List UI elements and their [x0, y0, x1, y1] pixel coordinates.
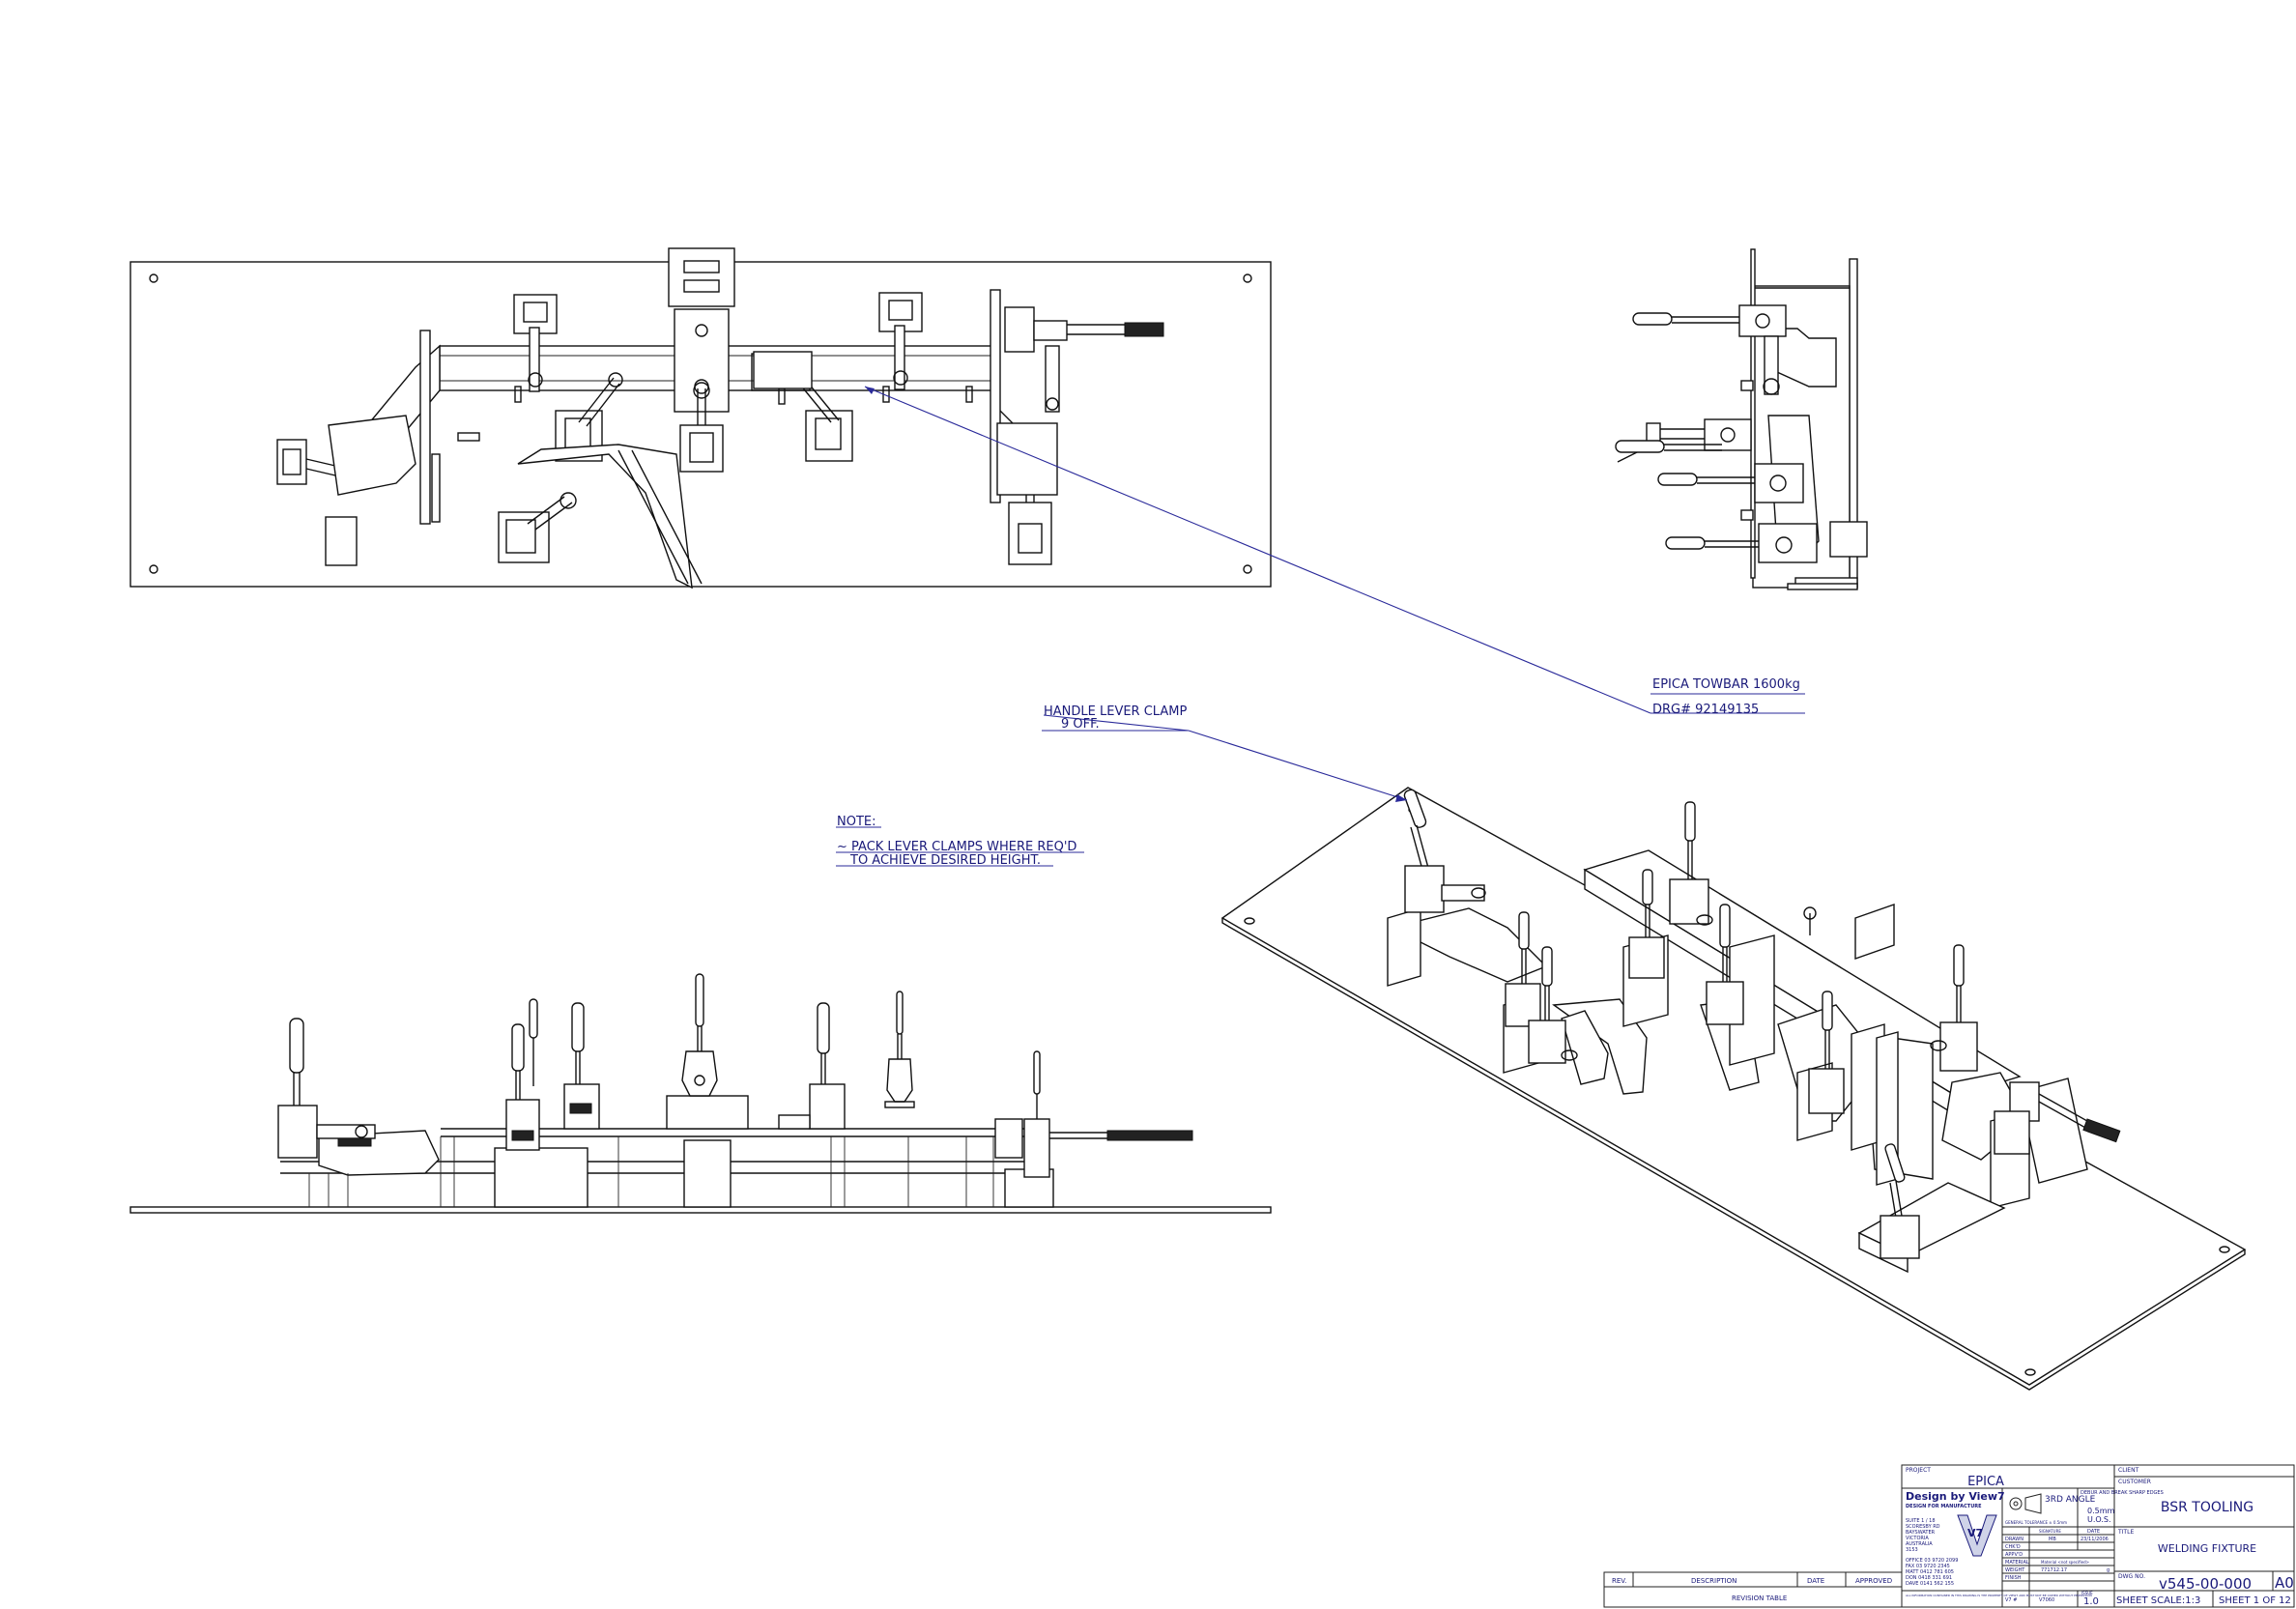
top-view	[129, 247, 1272, 589]
designer-tagline: DESIGN FOR MANUFACTURE	[1906, 1504, 1982, 1509]
end-view-clamps	[1615, 304, 1868, 563]
v7-number-label: V7 #	[2005, 1597, 2017, 1603]
issue-number: 1.0	[2083, 1596, 2099, 1607]
note-title: NOTE:	[837, 815, 876, 829]
revision-table: REV. DESCRIPTION DATE APPROVED REVISION …	[1603, 1571, 1903, 1608]
revision-header-description: DESCRIPTION	[1691, 1577, 1736, 1585]
material-value: Material <not specified>	[2041, 1560, 2089, 1565]
weight-unit: g	[2107, 1567, 2109, 1573]
drawing-number: v545-00-000	[2159, 1575, 2252, 1593]
uos-note: U.O.S.	[2087, 1515, 2111, 1524]
clamp-callout-line2: 9 OFF.	[1061, 717, 1100, 732]
address-line: 3153	[1906, 1547, 1918, 1553]
title-block: PROJECT EPICA Design by View7 DESIGN FOR…	[1901, 1464, 2295, 1608]
general-note: NOTE: ~ PACK LEVER CLAMPS WHERE REQ'D TO…	[837, 815, 1076, 868]
locating-studs	[457, 386, 973, 442]
towbar-callout-line2: DRG# 92149135	[1652, 703, 1759, 717]
address-line: SUITE 1 / 18	[1906, 1518, 1936, 1524]
drawn-by: MB	[2049, 1537, 2056, 1542]
towbar-callout-line1: EPICA TOWBAR 1600kg	[1652, 677, 1800, 692]
note-line1: ~ PACK LEVER CLAMPS WHERE REQ'D	[837, 840, 1076, 854]
projection-symbol	[2009, 1493, 2042, 1514]
revision-table-footer: REVISION TABLE	[1732, 1595, 1787, 1602]
weight-label: WEIGHT	[2005, 1567, 2025, 1573]
tolerance-value: 0.5mm	[2087, 1507, 2115, 1515]
mounting-holes	[149, 273, 1252, 574]
project-label: PROJECT	[1906, 1467, 1931, 1474]
iso-blocks	[1387, 904, 2088, 1274]
note-line2: TO ACHIEVE DESIRED HEIGHT.	[849, 853, 1041, 868]
deburr-note: DEBUR AND BREAK SHARP EDGES	[2081, 1490, 2164, 1496]
view7-logo: V7	[1957, 1514, 1997, 1557]
contact-line: FAX 03 9720 2345	[1906, 1564, 1950, 1569]
contact-block: OFFICE 03 9720 2099 FAX 03 9720 2345 MAT…	[1906, 1558, 1958, 1587]
uprights	[419, 289, 1001, 525]
issue-label: ISSUE	[2081, 1591, 2093, 1595]
checked-label: CHK'D	[2005, 1544, 2021, 1550]
annotation-leaders	[836, 386, 1805, 867]
projection-angle: 3RD ANGLE	[2045, 1495, 2096, 1505]
signature-header: SIGNATURE	[2039, 1529, 2061, 1534]
v7-number: V7060	[2039, 1597, 2054, 1603]
isometric-view	[1220, 787, 2247, 1391]
client-label: CLIENT	[2118, 1467, 2139, 1474]
front-view	[129, 973, 1272, 1214]
contact-line: OFFICE 03 9720 2099	[1906, 1558, 1958, 1564]
weight-value: 771712.17	[2041, 1567, 2067, 1573]
address-block: SUITE 1 / 18 SCORESBY RD BAYSWATER VICTO…	[1906, 1518, 1940, 1553]
material-label: MATERIAL	[2005, 1560, 2029, 1566]
date-header: DATE	[2087, 1529, 2100, 1535]
revision-header-rev: REV.	[1612, 1577, 1626, 1585]
drawing-title: WELDING FIXTURE	[2158, 1542, 2256, 1555]
front-frame	[280, 1095, 1054, 1208]
drawing-number-label: DWG NO.	[2118, 1573, 2145, 1580]
iso-clamps	[1403, 789, 2121, 1259]
left-bracket	[328, 415, 703, 589]
tow-hitch	[668, 247, 811, 413]
front-clamps	[277, 973, 1193, 1178]
address-line: VICTORIA	[1906, 1536, 1929, 1541]
address-line: BAYSWATER	[1906, 1530, 1936, 1536]
contact-line: MATT 0412 781 605	[1906, 1569, 1954, 1575]
drawn-date: 23/11/2006	[2081, 1537, 2109, 1542]
clamp-callout-line1: HANDLE LEVER CLAMP	[1044, 704, 1187, 719]
id-plate	[753, 351, 813, 389]
revision-header-date: DATE	[1807, 1577, 1824, 1585]
towbar-callout: EPICA TOWBAR 1600kg DRG# 92149135	[1652, 677, 1800, 717]
customer-label: CUSTOMER	[2118, 1479, 2151, 1485]
clamp-callout: HANDLE LEVER CLAMP 9 OFF.	[1044, 704, 1187, 732]
general-tolerance: GENERAL TOLERANCE ± 0.5mm	[2005, 1520, 2067, 1525]
approved-label: APPV'D	[2005, 1552, 2023, 1558]
address-line: AUSTRALIA	[1906, 1541, 1933, 1547]
contact-line: DAVE 0141 562 155	[1906, 1581, 1954, 1587]
sheet-scale: SHEET SCALE:1:3	[2116, 1595, 2200, 1606]
title-label: TITLE	[2117, 1529, 2134, 1536]
drawn-label: DRAWN	[2005, 1537, 2023, 1542]
copyright-disclaimer: ALL INFORMATION CONTAINED IN THIS DRAWIN…	[1906, 1594, 2092, 1597]
revision-header-approved: APPROVED	[1855, 1577, 1892, 1585]
customer-name: BSR TOOLING	[2161, 1500, 2253, 1515]
project-name: EPICA	[1967, 1475, 2004, 1489]
end-view	[1615, 248, 1868, 590]
address-line: SCORESBY RD	[1906, 1524, 1940, 1530]
sheet-number: SHEET 1 OF 12	[2219, 1595, 2291, 1606]
sheet-size: A0	[2275, 1574, 2294, 1592]
front-base-plate	[129, 1206, 1272, 1214]
logo-mark: V7	[1967, 1527, 1983, 1539]
designer-name: Design by View7	[1906, 1490, 2005, 1503]
finish-label: FINISH	[2005, 1575, 2022, 1581]
contact-line: DON 0418 331 691	[1906, 1575, 1952, 1581]
